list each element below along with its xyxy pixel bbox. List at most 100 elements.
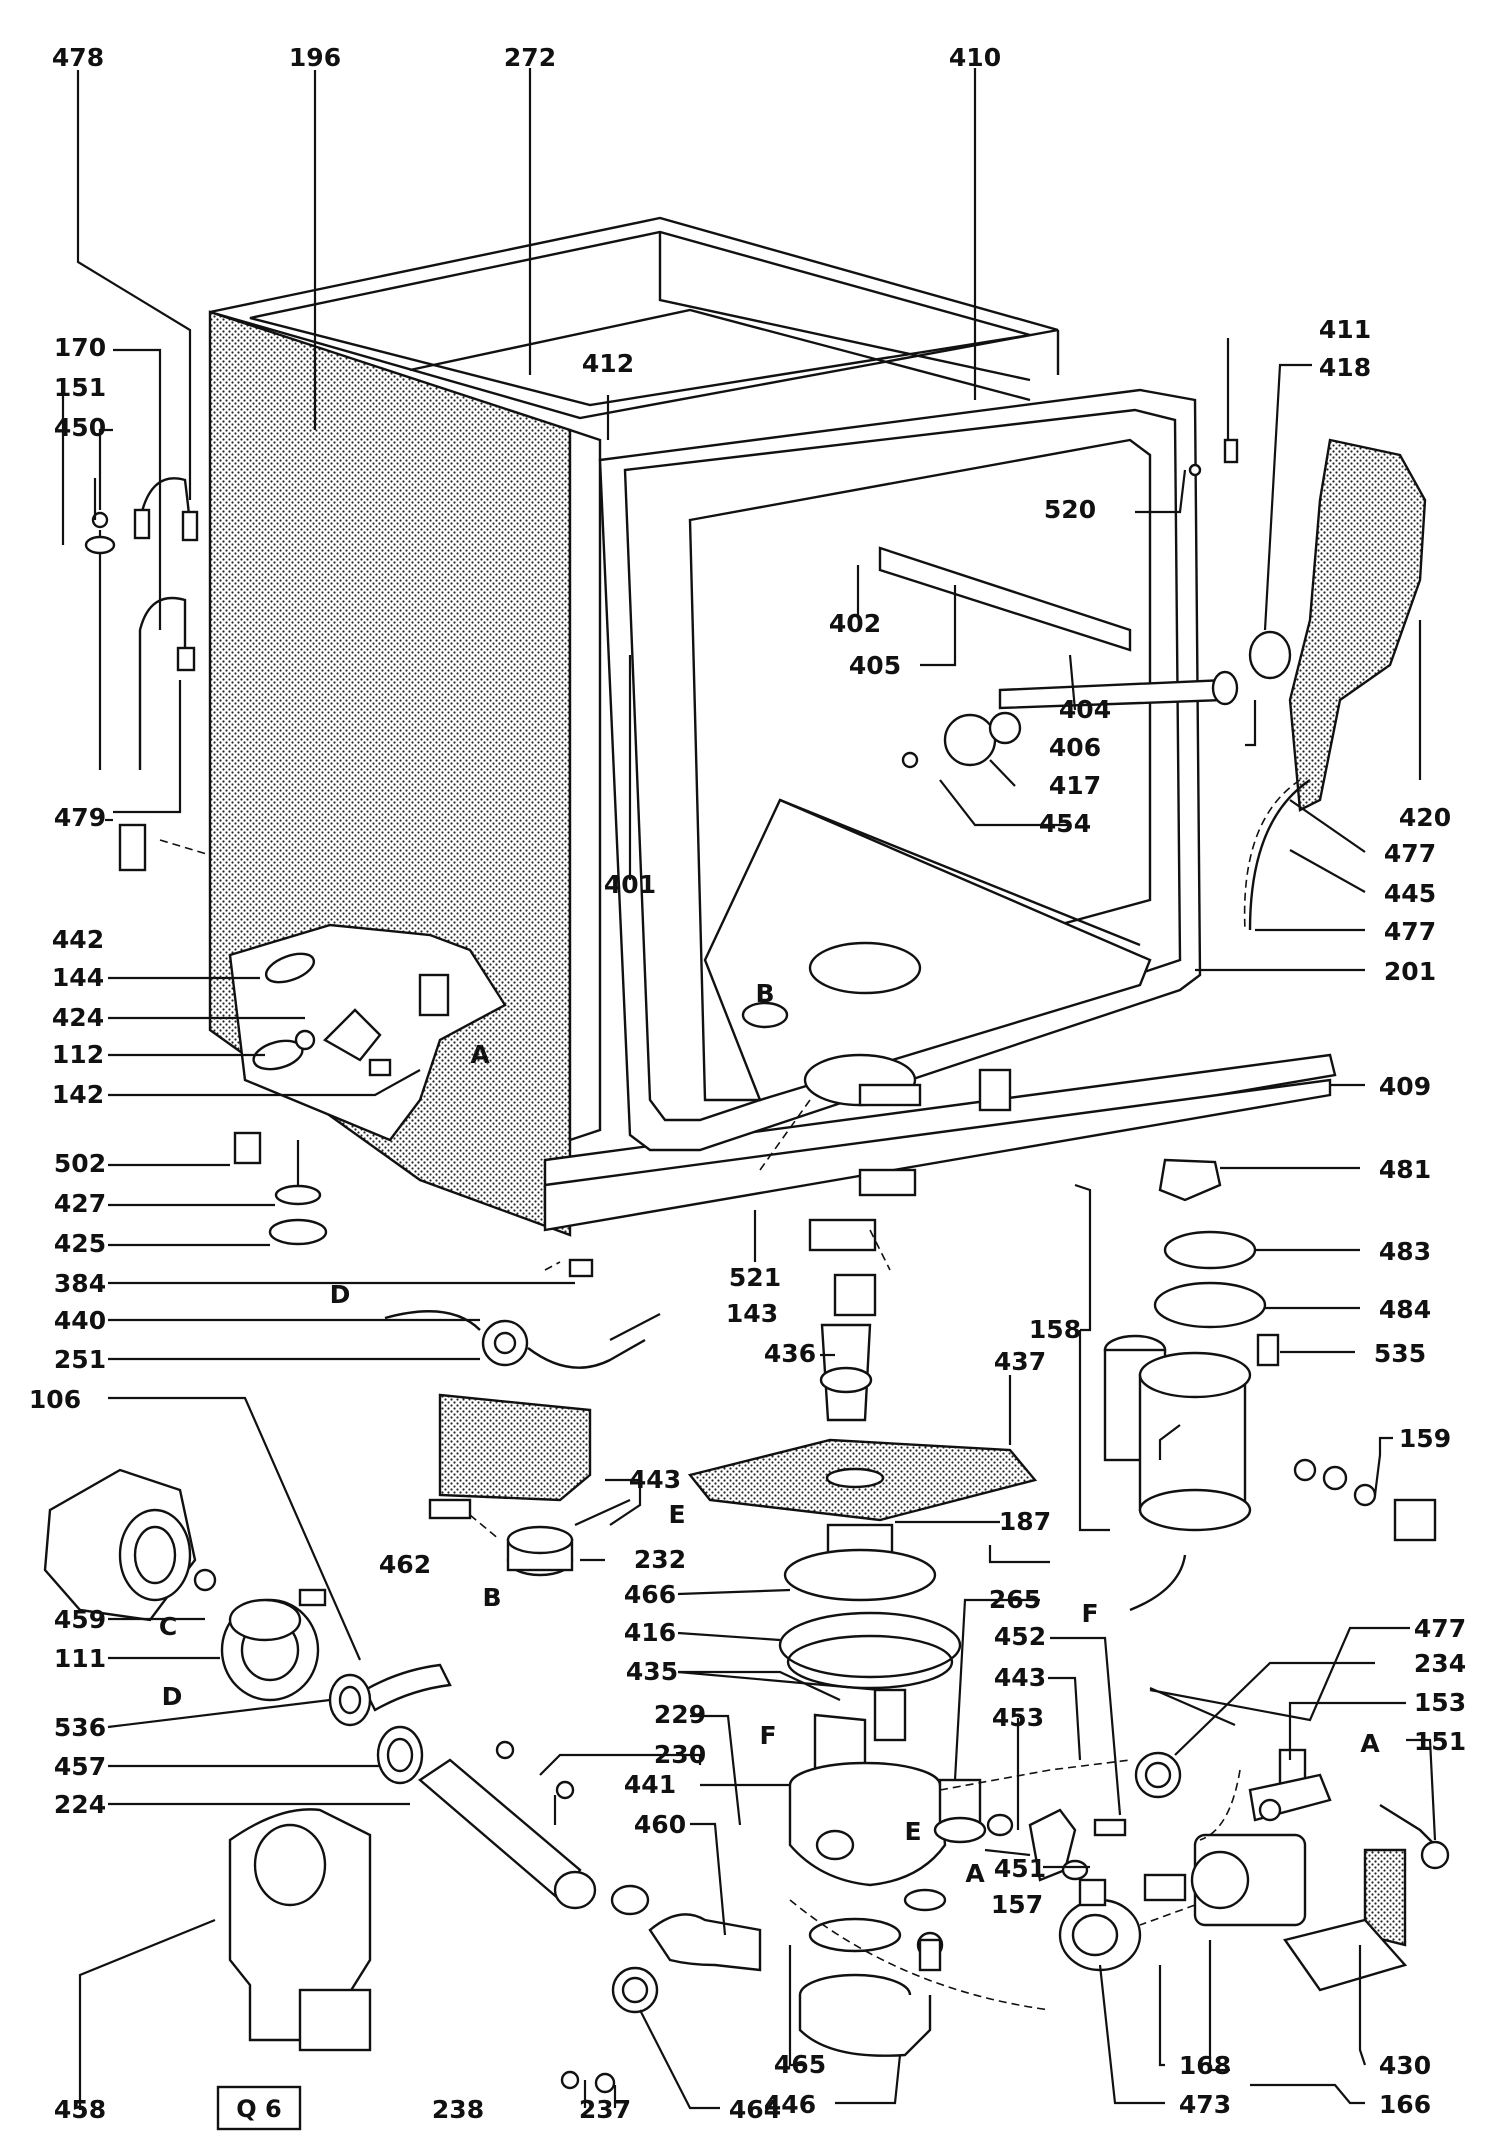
callout-letter-e: E [668, 1500, 685, 1529]
part-label-402: 402 [829, 609, 881, 638]
part-label-536: 536 [54, 1713, 106, 1742]
part-label-417: 417 [1049, 771, 1101, 800]
callout-letter-e: E [904, 1817, 921, 1846]
motor-assembly [43, 1468, 762, 2094]
callout-letter-b: B [755, 979, 774, 1008]
part-label-112: 112 [52, 1040, 104, 1069]
part-label-425: 425 [54, 1229, 106, 1258]
part-label-412: 412 [582, 349, 634, 378]
part-label-170: 170 [54, 333, 106, 362]
part-label-427: 427 [54, 1189, 106, 1218]
part-label-521: 521 [729, 1263, 781, 1292]
part-label-234: 234 [1414, 1649, 1466, 1678]
part-label-159: 159 [1399, 1424, 1451, 1453]
part-label-441: 441 [624, 1770, 676, 1799]
part-label-460: 460 [634, 1810, 686, 1839]
part-label-229: 229 [654, 1700, 706, 1729]
sheet-code: Q 6 [236, 2095, 281, 2123]
part-label-201: 201 [1384, 957, 1436, 986]
interior-electrics [252, 952, 450, 1077]
part-label-230: 230 [654, 1740, 706, 1769]
part-label-436: 436 [764, 1339, 816, 1368]
part-label-484: 484 [1379, 1295, 1431, 1324]
part-label-151: 151 [1414, 1727, 1466, 1756]
part-label-411: 411 [1319, 315, 1371, 344]
callout-letter-b: B [482, 1583, 501, 1612]
left-hoses [84, 477, 199, 872]
part-label-401: 401 [604, 870, 656, 899]
callout-letter-f: F [759, 1721, 776, 1750]
part-label-478: 478 [52, 43, 104, 72]
part-label-443: 443 [994, 1663, 1046, 1692]
part-label-404: 404 [1059, 695, 1111, 724]
part-label-454: 454 [1039, 809, 1091, 838]
part-label-187: 187 [999, 1507, 1051, 1536]
assembly-dash-lines [159, 839, 1241, 2011]
part-label-158: 158 [1029, 1315, 1081, 1344]
part-label-466: 466 [624, 1580, 676, 1609]
part-label-473: 473 [1179, 2090, 1231, 2119]
part-label-410: 410 [949, 43, 1001, 72]
part-label-166: 166 [1379, 2090, 1431, 2119]
cabinet-frame [208, 216, 1337, 1237]
part-label-430: 430 [1379, 2051, 1431, 2080]
part-label-435: 435 [626, 1657, 678, 1686]
callout-letter-a: A [965, 1859, 985, 1888]
part-label-106: 106 [29, 1385, 81, 1414]
part-label-406: 406 [1049, 733, 1101, 762]
part-label-445: 445 [1384, 879, 1436, 908]
part-label-457: 457 [54, 1752, 106, 1781]
part-label-168: 168 [1179, 2051, 1231, 2080]
part-label-272: 272 [504, 43, 556, 72]
part-label-465: 465 [774, 2050, 826, 2079]
part-label-265: 265 [989, 1585, 1041, 1614]
part-label-477: 477 [1384, 917, 1436, 946]
part-label-420: 420 [1399, 803, 1451, 832]
part-label-464: 464 [729, 2095, 781, 2124]
part-label-477: 477 [1414, 1614, 1466, 1643]
part-label-477: 477 [1384, 839, 1436, 868]
part-label-479: 479 [54, 803, 106, 832]
part-label-437: 437 [994, 1347, 1046, 1376]
part-label-144: 144 [52, 963, 104, 992]
part-label-232: 232 [634, 1545, 686, 1574]
part-label-418: 418 [1319, 353, 1371, 382]
part-label-462: 462 [379, 1550, 431, 1579]
part-label-405: 405 [849, 651, 901, 680]
part-label-452: 452 [994, 1622, 1046, 1651]
part-label-237: 237 [579, 2095, 631, 2124]
part-420-panel [1188, 438, 1427, 931]
part-label-424: 424 [52, 1003, 104, 1032]
part-label-453: 453 [992, 1703, 1044, 1732]
callout-letter-d: D [330, 1280, 351, 1309]
callout-letter-d: D [162, 1682, 183, 1711]
part-label-451: 451 [994, 1854, 1046, 1883]
part-label-196: 196 [289, 43, 341, 72]
part-label-151: 151 [54, 373, 106, 402]
part-label-459: 459 [54, 1605, 106, 1634]
part-label-238: 238 [432, 2095, 484, 2124]
part-label-535: 535 [1374, 1339, 1426, 1368]
leader-lines [61, 68, 1437, 2110]
feet [233, 1131, 917, 1278]
sheet-code-box: Q 6 [216, 2085, 302, 2131]
centre-assembly [384, 1273, 1127, 2057]
part-label-450: 450 [54, 413, 106, 442]
part-label-384: 384 [54, 1269, 106, 1298]
part-label-251: 251 [54, 1345, 106, 1374]
part-label-111: 111 [54, 1644, 106, 1673]
part-label-143: 143 [726, 1299, 778, 1328]
part-label-416: 416 [624, 1618, 676, 1647]
part-label-446: 446 [764, 2090, 816, 2119]
part-label-481: 481 [1379, 1155, 1431, 1184]
part-label-520: 520 [1044, 495, 1096, 524]
drain-pump-assembly [1058, 1686, 1450, 1992]
callout-letter-c: C [159, 1612, 177, 1641]
part-label-440: 440 [54, 1306, 106, 1335]
part-label-142: 142 [52, 1080, 104, 1109]
part-labels: 478 196 272 410 411 418 170 151 450 412 520 402 405 4… [29, 43, 1466, 2124]
part-label-443: 443 [629, 1465, 681, 1494]
part-label-409: 409 [1379, 1072, 1431, 1101]
